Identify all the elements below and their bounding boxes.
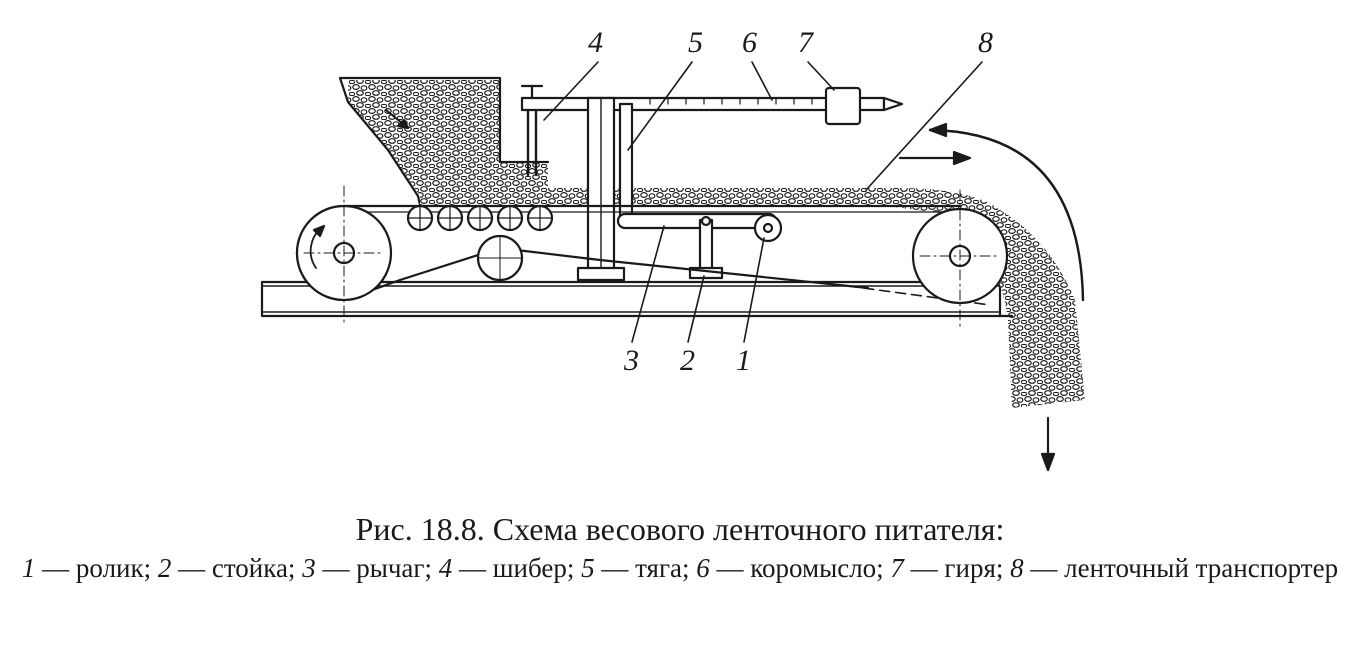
legend-num-1: 1 — [21, 553, 36, 583]
label-1: 1 — [736, 344, 751, 377]
label-8: 8 — [978, 26, 993, 59]
legend-text-3: — рычаг; — [315, 553, 439, 583]
tail-drum — [911, 189, 1009, 327]
column — [576, 96, 626, 282]
legend-text-6: — коромысло; — [709, 553, 891, 583]
leader-lines — [543, 61, 983, 343]
legend-num-5: 5 — [581, 553, 595, 583]
label-6: 6 — [742, 26, 757, 59]
support-rollers — [406, 204, 554, 282]
legend-text-2: — стойка; — [171, 553, 303, 583]
rod-tyaga — [618, 102, 634, 224]
label-2: 2 — [680, 344, 695, 377]
label-4: 4 — [588, 26, 603, 59]
legend-text-8: — ленточный транспортер — [1023, 553, 1339, 583]
legend-text-5: — тяга; — [594, 553, 697, 583]
lever-rychag — [616, 212, 778, 230]
legend-num-2: 2 — [157, 553, 172, 583]
legend-text-1: — ролик; — [35, 553, 158, 583]
label-5: 5 — [688, 26, 703, 59]
legend-text-7: — гиря; — [903, 553, 1011, 583]
label-7: 7 — [798, 26, 815, 59]
legend-num-7: 7 — [890, 553, 904, 583]
legend-text-4: — шибер; — [452, 553, 582, 583]
figure-caption: Рис. 18.8. Схема весового ленточного пит… — [0, 508, 1360, 586]
label-3: 3 — [623, 344, 639, 377]
flow-arrows — [898, 122, 1085, 472]
gate-shiber — [520, 84, 544, 177]
weight-girya — [824, 86, 862, 126]
feeder-diagram: 4 5 6 7 8 3 2 1 — [260, 26, 1085, 472]
drive-drum — [295, 185, 393, 323]
gravel-layer — [420, 187, 1085, 408]
hopper — [338, 76, 550, 207]
stand-stoyka — [688, 215, 724, 280]
legend-num-3: 3 — [302, 553, 316, 583]
legend-num-6: 6 — [696, 553, 710, 583]
caption-title: Рис. 18.8. Схема весового ленточного пит… — [355, 511, 1005, 547]
legend-num-4: 4 — [438, 553, 453, 583]
legend-num-8: 8 — [1010, 553, 1024, 583]
caption-legend: 1 — ролик; 2 — стойка; 3 — рычаг; 4 — ши… — [0, 550, 1360, 586]
